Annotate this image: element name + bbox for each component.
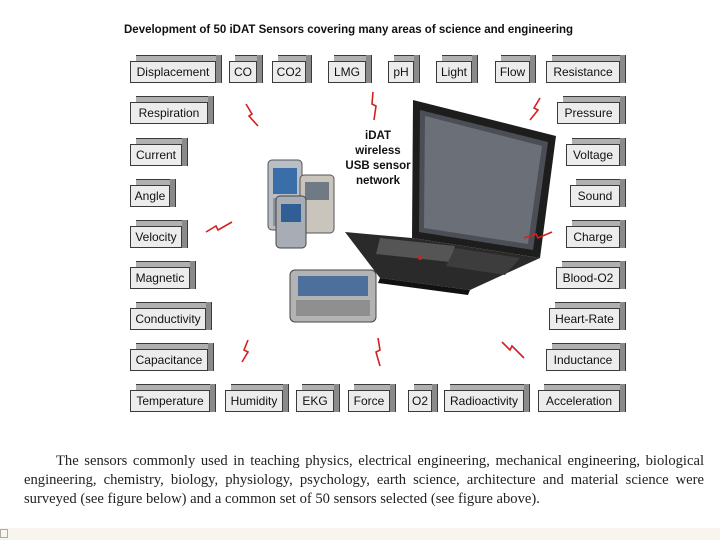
sensor-ph: pH [388, 55, 420, 83]
sensor-sound: Sound [570, 179, 626, 207]
laptop-image [345, 100, 556, 295]
signal-arrow [205, 221, 233, 233]
sensor-velocity: Velocity [130, 220, 188, 248]
signal-arrow [523, 231, 553, 240]
sensor-magnetic: Magnetic [130, 261, 196, 289]
sensor-current: Current [130, 138, 188, 166]
sensor-blood-o2: Blood-O2 [556, 261, 626, 289]
sensor-heart-rate: Heart-Rate [549, 302, 626, 330]
signal-arrow [529, 97, 541, 121]
sensor-acceleration: Acceleration [538, 384, 626, 412]
bottom-strip [0, 528, 720, 540]
center-label-line: network [355, 175, 401, 187]
sensor-pressure: Pressure [557, 96, 626, 124]
center-label-line: USB sensor [345, 160, 411, 172]
diagram-title: Development of 50 iDAT Sensors covering … [124, 24, 574, 36]
sensor-light: Light [436, 55, 478, 83]
center-label-line: wireless [355, 145, 401, 157]
sensor-co2: CO2 [272, 55, 312, 83]
signal-arrow [241, 339, 250, 363]
signal-arrow [371, 91, 377, 121]
sensor-force: Force [348, 384, 396, 412]
sensor-resistance: Resistance [546, 55, 626, 83]
sensor-capacitance: Capacitance [130, 343, 214, 371]
sensor-radioactivity: Radioactivity [444, 384, 530, 412]
signal-arrows [205, 91, 553, 367]
signal-arrow [501, 341, 525, 359]
sensor-conductivity: Conductivity [130, 302, 212, 330]
sensor-o2: O2 [408, 384, 438, 412]
sensor-ekg: EKG [296, 384, 340, 412]
sensor-inductance: Inductance [546, 343, 626, 371]
body-paragraph: The sensors commonly used in teaching ph… [24, 452, 704, 509]
phones-image [267, 159, 335, 249]
sensor-angle: Angle [130, 179, 176, 207]
center-label-line: iDAT [365, 130, 391, 142]
page-marker-icon [0, 529, 8, 538]
sensor-voltage: Voltage [566, 138, 626, 166]
sensor-humidity: Humidity [225, 384, 289, 412]
handheld-image [289, 269, 377, 323]
signal-arrow [245, 103, 259, 127]
sensor-co: CO [229, 55, 263, 83]
sensor-charge: Charge [566, 220, 626, 248]
sensor-lmg: LMG [328, 55, 372, 83]
center-label: iDAT wireless USB sensor network [343, 129, 413, 189]
sensor-displacement: Displacement [130, 55, 222, 83]
paragraph-text: The sensors commonly used in teaching ph… [24, 453, 704, 507]
sensor-respiration: Respiration [130, 96, 214, 124]
signal-arrow [375, 337, 381, 367]
sensor-temperature: Temperature [130, 384, 216, 412]
sensor-flow: Flow [495, 55, 536, 83]
